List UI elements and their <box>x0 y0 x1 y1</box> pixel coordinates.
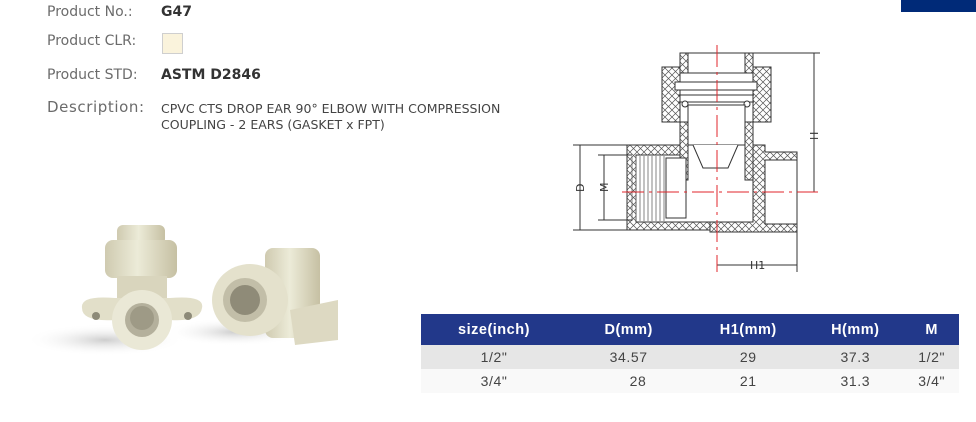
label-h: H <box>808 132 821 140</box>
color-swatch <box>162 33 183 54</box>
col-h: H(mm) <box>806 314 905 345</box>
table-row: 1/2" 34.57 29 37.3 1/2" <box>421 345 959 369</box>
dimensions-table: size(inch) D(mm) H1(mm) H(mm) M 1/2" 34.… <box>421 314 959 393</box>
product-std-value: ASTM D2846 <box>161 67 261 83</box>
col-d: D(mm) <box>566 314 691 345</box>
cell-size: 3/4" <box>421 369 567 393</box>
product-photo <box>25 225 338 356</box>
description-label: Description: <box>47 98 145 116</box>
label-m: M <box>598 183 611 193</box>
col-h1: H1(mm) <box>690 314 807 345</box>
cell-m: 3/4" <box>904 369 959 393</box>
description-value: CPVC CTS DROP EAR 90° ELBOW WITH COMPRES… <box>161 101 501 132</box>
cell-h1: 29 <box>690 345 807 369</box>
label-d: D <box>574 184 587 192</box>
product-clr-label: Product CLR: <box>47 33 137 49</box>
table-row: 3/4" 28 21 31.3 3/4" <box>421 369 959 393</box>
product-no-label: Product No.: <box>47 4 133 20</box>
technical-drawing: D M H H1 <box>573 45 821 272</box>
table-header-row: size(inch) D(mm) H1(mm) H(mm) M <box>421 314 959 345</box>
product-no-value: G47 <box>161 4 192 20</box>
cell-d: 28 <box>566 369 691 393</box>
cell-size: 1/2" <box>421 345 567 369</box>
cell-h: 31.3 <box>806 369 905 393</box>
cell-m: 1/2" <box>904 345 959 369</box>
col-m: M <box>904 314 959 345</box>
product-std-label: Product STD: <box>47 67 138 83</box>
cell-d: 34.57 <box>566 345 691 369</box>
col-size: size(inch) <box>421 314 567 345</box>
label-h1: H1 <box>750 259 765 272</box>
cell-h: 37.3 <box>806 345 905 369</box>
cell-h1: 21 <box>690 369 807 393</box>
top-accent-bar <box>901 0 976 12</box>
